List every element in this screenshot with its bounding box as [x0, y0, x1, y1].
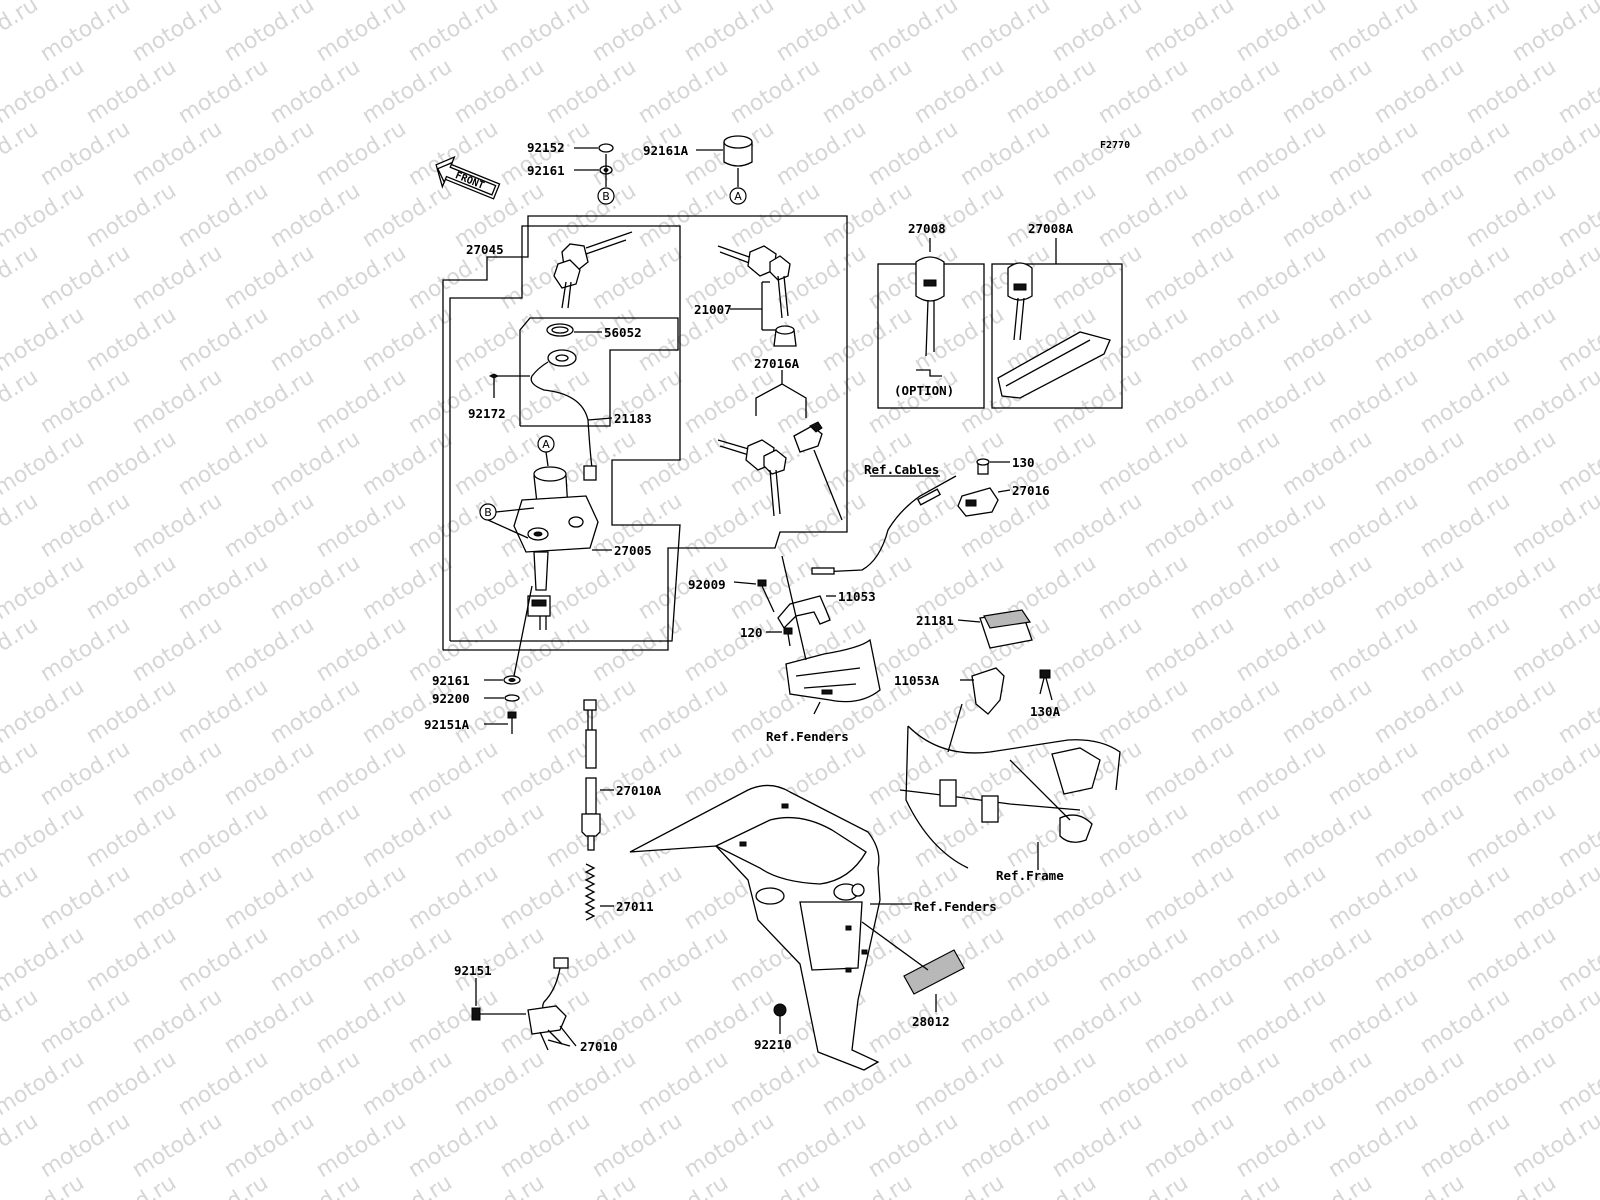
- washer-92152: [574, 143, 614, 153]
- front-direction-arrow: FRONT: [435, 155, 501, 200]
- nut-92210: [773, 1003, 787, 1034]
- key-set-21007: [717, 245, 797, 347]
- label-92009: 92009: [688, 577, 726, 592]
- bracket-11053A: [960, 667, 1005, 715]
- label-92161-low: 92161: [432, 673, 470, 688]
- frame-sketch: [899, 703, 1121, 870]
- label-21007: 21007: [694, 302, 732, 317]
- label-27011: 27011: [616, 899, 654, 914]
- module-21181: [957, 609, 1033, 649]
- label-92172: 92172: [468, 406, 506, 421]
- label-27005: 27005: [614, 543, 652, 558]
- svg-text:B: B: [484, 506, 492, 519]
- bolt-92151: [471, 978, 526, 1021]
- washer-92161-top: [574, 154, 613, 187]
- svg-text:A: A: [542, 438, 550, 451]
- label-92161A: 92161A: [643, 143, 689, 158]
- label-92152: 92152: [527, 140, 565, 155]
- antenna-harness-21183: [488, 349, 613, 481]
- key-box-27008A: [991, 238, 1123, 409]
- ref-cables-label: Ref.Cables: [864, 462, 939, 477]
- callout-a-switch: A: [537, 435, 555, 467]
- bolt-92009: [733, 579, 775, 613]
- switch-27010A: [581, 699, 614, 851]
- label-21181: 21181: [916, 613, 954, 628]
- label-27008A: 27008A: [1028, 221, 1074, 236]
- callout-b-top: B: [597, 187, 615, 205]
- bolt-92151A: [484, 711, 517, 734]
- key-pair-27045: [553, 231, 633, 309]
- label-27010A: 27010A: [616, 783, 662, 798]
- rear-fender: [629, 784, 912, 1071]
- ref-fenders-lower-label: Ref.Fenders: [914, 899, 997, 914]
- option-note: (OPTION): [894, 383, 954, 398]
- callout-b-switch: B: [479, 503, 535, 539]
- switch-27010: [527, 957, 577, 1051]
- label-130: 130: [1012, 455, 1035, 470]
- label-92151A: 92151A: [424, 717, 470, 732]
- washer-92161-low: [484, 585, 533, 685]
- bolt-130A: [1039, 669, 1053, 701]
- label-21183: 21183: [614, 411, 652, 426]
- ref-fenders-upper-label: Ref.Fenders: [766, 729, 849, 744]
- label-92151: 92151: [454, 963, 492, 978]
- label-56052: 56052: [604, 325, 642, 340]
- reflector-28012: [861, 921, 965, 1012]
- label-27010: 27010: [580, 1039, 618, 1054]
- seat-lock-27016: [811, 458, 1011, 575]
- label-130A: 130A: [1030, 704, 1061, 719]
- label-27008: 27008: [908, 221, 946, 236]
- spring-27011: [584, 863, 614, 921]
- upper-fender-piece: [781, 555, 881, 715]
- label-11053A: 11053A: [894, 673, 940, 688]
- label-11053: 11053: [838, 589, 876, 604]
- label-92161-top: 92161: [527, 163, 565, 178]
- key-set-27016A: [717, 370, 843, 521]
- figure-code: F2770: [1100, 140, 1130, 151]
- ignition-switch-27005: [513, 466, 612, 630]
- label-28012: 28012: [912, 1014, 950, 1029]
- bolt-120: [766, 627, 793, 647]
- label-27016A: 27016A: [754, 356, 800, 371]
- label-120: 120: [740, 625, 763, 640]
- ref-frame-label: Ref.Frame: [996, 868, 1064, 883]
- svg-text:B: B: [602, 190, 610, 203]
- cap-92161A: [696, 135, 753, 187]
- assembly-outline-27045: [442, 215, 848, 651]
- ring-56052: [546, 323, 602, 337]
- svg-text:A: A: [734, 190, 742, 203]
- label-92200: 92200: [432, 691, 470, 706]
- washer-92200: [484, 694, 520, 702]
- bracket-11053: [777, 595, 836, 630]
- callout-a-top: A: [729, 187, 747, 205]
- label-27045: 27045: [466, 242, 504, 257]
- key-box-27008: [877, 238, 985, 409]
- label-27016: 27016: [1012, 483, 1050, 498]
- label-92210: 92210: [754, 1037, 792, 1052]
